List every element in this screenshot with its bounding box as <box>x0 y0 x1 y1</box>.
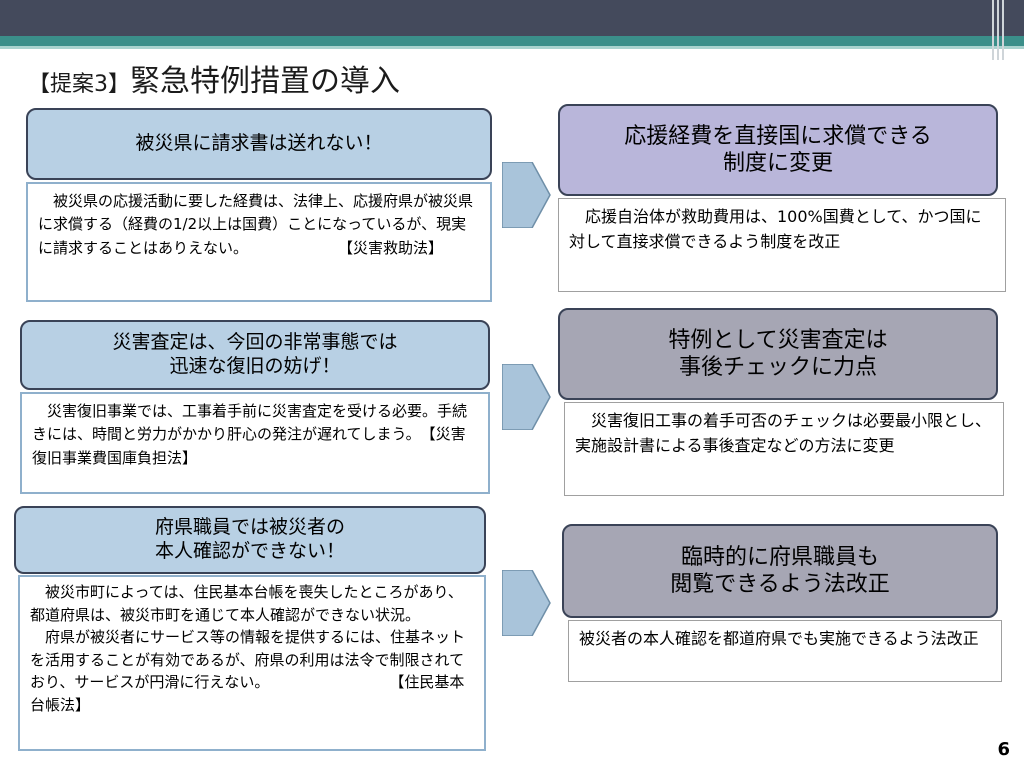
accent-band <box>0 36 1024 46</box>
right-arrow-icon <box>502 570 551 636</box>
problem-header-3: 府県職員では被災者の 本人確認ができない！ <box>14 506 486 574</box>
solution-body-1: 応援自治体が救助費用は、100%国費として、かつ国に対して直接求償できるよう制度… <box>558 198 1006 292</box>
right-arrow-icon <box>502 364 551 430</box>
problem-header-1-text: 被災県に請求書は送れない！ <box>135 132 383 155</box>
slide-title: 【提案3】緊急特例措置の導入 <box>28 56 400 100</box>
solution-header-1-text: 応援経費を直接国に求償できる 制度に変更 <box>624 123 932 177</box>
solution-body-3: 被災者の本人確認を都道府県でも実施できるよう法改正 <box>568 620 1002 682</box>
title-main: 緊急特例措置の導入 <box>130 64 400 99</box>
decorative-stripes <box>992 0 1006 60</box>
solution-header-3: 臨時的に府県職員も 閲覧できるよう法改正 <box>562 524 998 618</box>
problem-body-3: 被災市町によっては、住民基本台帳を喪失したところがあり、都道府県は、被災市町を通… <box>18 575 486 751</box>
page-number: 6 <box>997 739 1010 760</box>
solution-header-2-text: 特例として災害査定は 事後チェックに力点 <box>668 327 888 381</box>
problem-header-1: 被災県に請求書は送れない！ <box>26 108 492 180</box>
solution-header-1: 応援経費を直接国に求償できる 制度に変更 <box>558 104 998 196</box>
problem-body-2: 災害復旧事業では、工事着手前に災害査定を受ける必要。手続きには、時間と労力がかか… <box>20 392 490 494</box>
problem-header-2: 災害査定は、今回の非常事態では 迅速な復旧の妨げ！ <box>20 320 490 390</box>
solution-header-2: 特例として災害査定は 事後チェックに力点 <box>558 308 998 400</box>
solution-body-2: 災害復旧工事の着手可否のチェックは必要最小限とし、実施設計書による事後査定などの… <box>564 402 1004 496</box>
accent-band-light <box>0 46 1024 49</box>
solution-header-3-text: 臨時的に府県職員も 閲覧できるよう法改正 <box>670 544 890 598</box>
problem-header-2-text: 災害査定は、今回の非常事態では 迅速な復旧の妨げ！ <box>112 331 398 377</box>
top-band <box>0 0 1024 36</box>
problem-header-3-text: 府県職員では被災者の 本人確認ができない！ <box>154 516 345 562</box>
problem-body-1: 被災県の応援活動に要した経費は、法律上、応援府県が被災県に求償する（経費の1/2… <box>26 182 492 302</box>
title-prefix: 【提案3】 <box>28 72 130 97</box>
right-arrow-icon <box>502 162 551 228</box>
